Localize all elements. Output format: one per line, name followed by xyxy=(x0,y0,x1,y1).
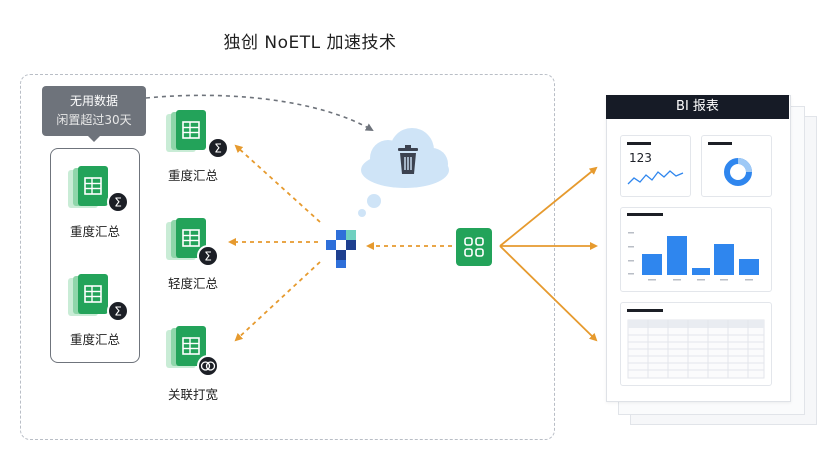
trash-icon xyxy=(398,145,418,174)
bi-report-header: BI 报表 xyxy=(606,95,789,119)
heavy-summary-label: 重度汇总 xyxy=(167,168,218,183)
kpi-card-title-bar xyxy=(627,142,651,145)
bar-chart-axis-ticks xyxy=(628,232,634,275)
bar xyxy=(714,244,734,275)
sigma-badge-icon xyxy=(107,191,129,213)
join-wide-label: 关联打宽 xyxy=(167,387,218,402)
bar xyxy=(692,268,710,275)
mini-table-grid xyxy=(627,319,765,379)
arrow-to-bi-top xyxy=(499,166,598,247)
sigma-badge-icon xyxy=(207,137,229,159)
unused-tag-line1: 无用数据 xyxy=(69,94,118,108)
join-badge-icon xyxy=(197,355,219,377)
spreadsheet-icon xyxy=(165,109,207,153)
kpi-sparkline xyxy=(627,170,684,185)
unused-tag-line2: 闲置超过30天 xyxy=(56,113,132,127)
bar xyxy=(667,236,687,275)
dashed-region xyxy=(20,74,555,440)
donut-segment xyxy=(737,158,752,173)
arrow-to-bi-bottom xyxy=(499,245,598,342)
light-summary-label: 轻度汇总 xyxy=(167,276,218,291)
left-heavy-summary-label-1: 重度汇总 xyxy=(69,224,120,239)
bar-chart-x-ticks xyxy=(648,279,753,281)
data-source-icon xyxy=(456,228,492,266)
bar xyxy=(642,254,662,275)
table-card-title-bar xyxy=(627,309,663,312)
donut-card-title-bar xyxy=(708,142,732,145)
tag-pointer xyxy=(88,136,100,142)
sigma-badge-icon xyxy=(197,245,219,267)
unused-data-tag: 无用数据 闲置超过30天 xyxy=(42,86,146,136)
bar-chart-card xyxy=(620,207,772,292)
bar xyxy=(739,259,759,275)
spreadsheet-icon xyxy=(67,273,109,317)
donut-card xyxy=(701,135,772,197)
bar-card-title-bar xyxy=(627,213,663,216)
sigma-badge-icon xyxy=(107,300,129,322)
arrow-to-heavy-summary xyxy=(234,144,321,223)
kpi-value: 123 xyxy=(629,151,652,165)
kpi-card xyxy=(620,135,691,197)
diagram-title: 独创 NoETL 加速技术 xyxy=(223,33,397,53)
left-heavy-summary-label-2: 重度汇总 xyxy=(69,332,120,347)
spreadsheet-icon xyxy=(67,165,109,209)
engine-logo-icon xyxy=(326,230,356,268)
arrow-to-join-wide xyxy=(234,261,321,342)
